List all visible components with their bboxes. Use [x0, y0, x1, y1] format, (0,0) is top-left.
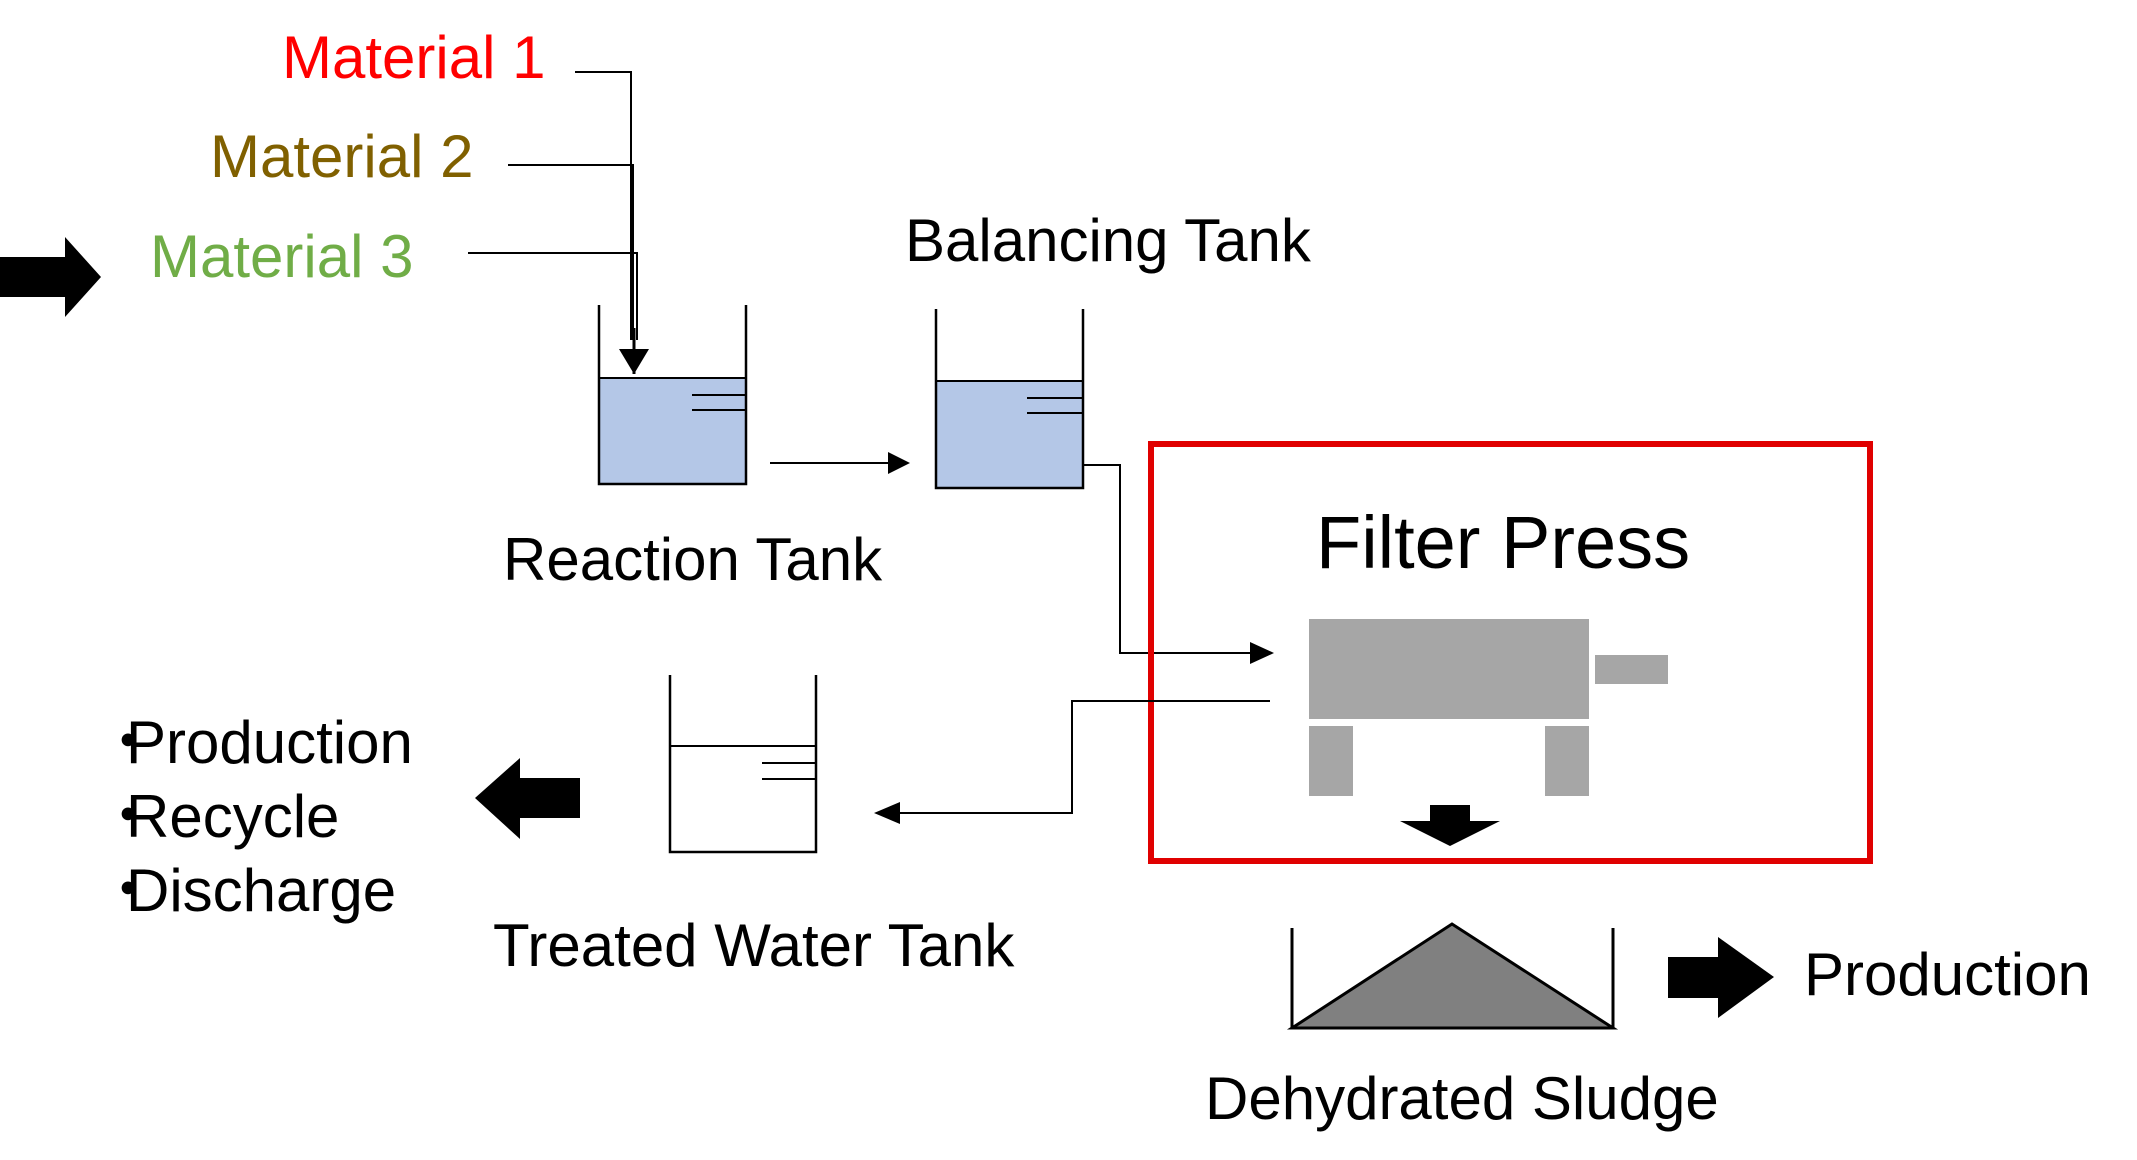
- balancing-tank-label: Balancing Tank: [905, 207, 1311, 274]
- reaction-tank: [597, 305, 748, 486]
- reaction-tank-water: [599, 378, 746, 484]
- water-output-item: ・Production: [98, 713, 413, 773]
- sludge-output-label: Production: [1804, 941, 2091, 1008]
- sludge-bin-walls: [1290, 928, 1615, 1030]
- sludge-bin: [1286, 922, 1619, 1030]
- water-output-production: Production: [126, 709, 413, 776]
- material-2-feed-line: [508, 164, 634, 340]
- filtrate-to-treated-water-arrowhead: [874, 802, 900, 824]
- balancing-to-filter-press-arrowhead: [1250, 642, 1274, 664]
- material-3-label: Material 3: [150, 223, 414, 290]
- material-3-feed-line: [468, 252, 638, 340]
- reaction-to-balancing-arrowhead: [888, 452, 910, 474]
- list-bullet: ・: [98, 709, 158, 776]
- balancing-tank: [934, 309, 1085, 490]
- filter-press-left-leg: [1309, 726, 1353, 796]
- block-arrow-left-icon: [475, 758, 580, 839]
- block-arrow-right-icon: [0, 237, 101, 317]
- treated-water-tank-label: Treated Water Tank: [493, 912, 1015, 979]
- water-output-discharge: Discharge: [126, 857, 397, 924]
- filter-press-piston: [1595, 655, 1668, 684]
- filter-press-frame: [1148, 441, 1873, 864]
- filter-press-machine: [1309, 619, 1668, 796]
- filtrate-to-treated-water-line: [900, 700, 1270, 814]
- block-arrow-down-icon: [1400, 805, 1500, 846]
- sludge-output-block-arrow-right-icon: [1668, 937, 1774, 1018]
- treated-water-tank: [668, 675, 818, 854]
- list-bullet: ・: [98, 857, 158, 924]
- list-bullet: ・: [98, 783, 158, 850]
- material-1-label: Material 1: [282, 24, 546, 91]
- filter-press-body: [1309, 619, 1589, 719]
- filter-press-title: Filter Press: [1316, 501, 1691, 584]
- sludge-pile: [1286, 922, 1619, 1030]
- water-output-item: ・Discharge: [98, 861, 396, 921]
- material-feed-arrowhead: [619, 349, 649, 374]
- water-output-item: ・Recycle: [98, 787, 339, 847]
- filter-press-right-leg: [1545, 726, 1589, 796]
- water-output-recycle: Recycle: [126, 783, 340, 850]
- material-2-label: Material 2: [210, 123, 474, 190]
- reaction-tank-label: Reaction Tank: [503, 526, 883, 593]
- sludge-label: Dehydrated Sludge: [1205, 1065, 1719, 1132]
- material-1-feed-line: [575, 71, 632, 340]
- balancing-to-filter-press-line: [1083, 464, 1250, 654]
